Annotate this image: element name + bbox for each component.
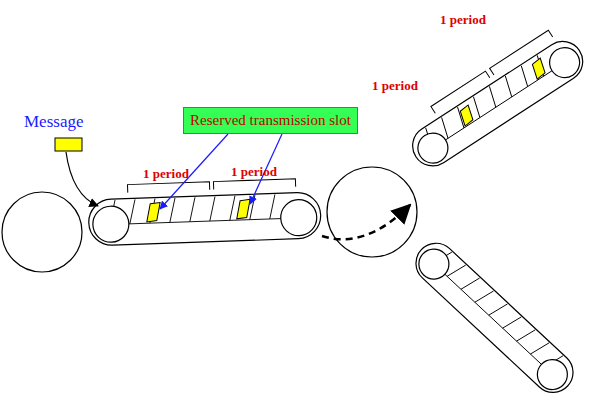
period-bracket xyxy=(431,71,490,113)
roller xyxy=(412,127,453,168)
period-bracket xyxy=(213,179,295,190)
forward-arrow xyxy=(322,205,410,239)
message-block xyxy=(55,138,82,151)
left-node-circle xyxy=(2,192,82,272)
period-label: 1 period xyxy=(143,166,189,182)
roller xyxy=(280,199,317,236)
reserved-slot xyxy=(146,202,161,221)
period-label: 1 period xyxy=(372,78,418,94)
message-arrow xyxy=(66,152,98,206)
roller xyxy=(544,42,585,83)
period-bracket xyxy=(127,182,209,193)
conveyor-belt xyxy=(397,22,590,173)
roller xyxy=(531,353,573,395)
reserved-slot xyxy=(528,58,548,79)
reserved-slot xyxy=(456,105,476,126)
roller xyxy=(413,243,455,285)
period-label: 1 period xyxy=(440,12,486,28)
conveyor-belt xyxy=(408,235,582,401)
roller xyxy=(92,206,129,243)
period-label: 1 period xyxy=(231,164,277,180)
reserved-slot xyxy=(236,199,251,218)
message-label: Message xyxy=(24,112,83,132)
period-bracket xyxy=(490,30,553,75)
callout-text: Reserved transmission slot xyxy=(190,112,351,129)
conveyor-belt xyxy=(88,178,322,246)
callout-box: Reserved transmission slot xyxy=(183,107,358,134)
